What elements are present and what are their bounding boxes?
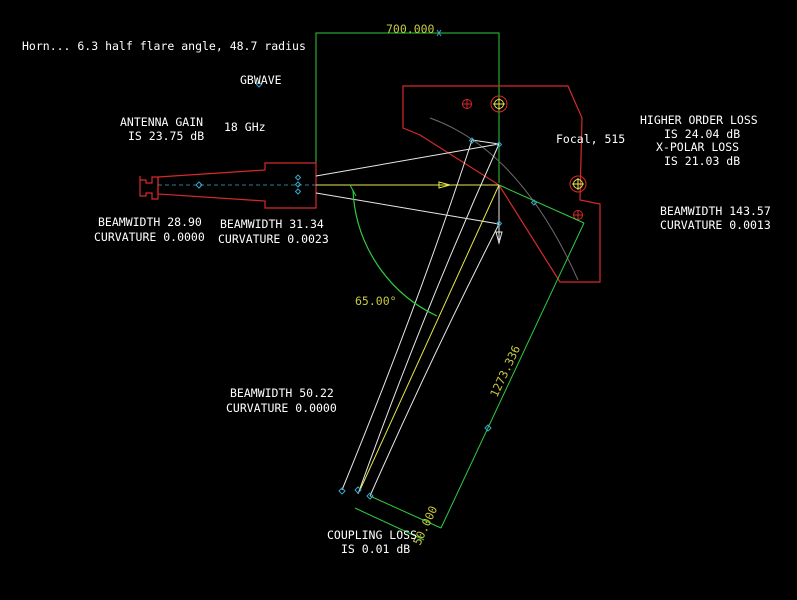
- hole-marker-2: [490, 95, 508, 113]
- reflected-axis-ray: [359, 184, 500, 491]
- diagonal-dimension: [354, 184, 585, 541]
- diagonal-dimension-line: [440, 222, 585, 529]
- reflected-ray-left: [341, 139, 473, 491]
- throat-curvature: CURVATURE 0.0000: [94, 230, 205, 244]
- aperture-beamwidth: BEAMWIDTH 31.34: [220, 217, 324, 231]
- aperture-dimension-line: [369, 495, 442, 529]
- horn-vertex-markers: [195, 174, 302, 195]
- title-text: Horn... 6.3 half flare angle, 48.7 radiu…: [22, 39, 306, 53]
- higher-order-loss-value: IS 24.04 dB: [664, 127, 740, 141]
- axis-arrow-right: [438, 181, 452, 189]
- antenna-gain-title: ANTENNA GAIN: [120, 115, 203, 129]
- frequency-label: 18 GHz: [224, 120, 266, 134]
- reflector-body-outline: [402, 85, 601, 283]
- coupling-loss-value: IS 0.01 dB: [341, 542, 410, 556]
- aperture-curvature: CURVATURE 0.0023: [218, 232, 329, 246]
- reflected-rays: [341, 139, 500, 497]
- antenna-gain-value: IS 23.75 dB: [128, 129, 204, 143]
- throat-beamwidth: BEAMWIDTH 28.90: [98, 215, 202, 229]
- reflected-ray-mid: [357, 143, 500, 495]
- coupling-loss-title: COUPLING LOSS: [327, 528, 417, 542]
- angle-arc: [352, 189, 438, 317]
- output-beamwidth: BEAMWIDTH 50.22: [230, 386, 334, 400]
- x-polar-loss-title: X-POLAR LOSS: [656, 140, 739, 154]
- incident-ray-lower: [315, 192, 500, 225]
- reflected-ray-right: [369, 223, 500, 497]
- diagonal-ext-top: [498, 184, 585, 224]
- axis-arrow-down: [495, 231, 503, 245]
- output-curvature: CURVATURE 0.0000: [226, 401, 337, 415]
- horn-body-outline: [157, 162, 317, 209]
- hole-marker-3: [569, 175, 587, 193]
- horn-flange: [139, 176, 159, 200]
- mirror-surface-curve: [429, 117, 579, 281]
- output-vertex-markers: [255, 81, 538, 500]
- top-dimension-tick-2: [436, 29, 442, 37]
- top-dimension-label: 700.000: [386, 22, 435, 36]
- mounting-holes: [462, 95, 587, 220]
- horn: [139, 162, 317, 209]
- x-polar-loss-value: IS 21.03 dB: [664, 154, 740, 168]
- incident-ray-upper: [315, 143, 500, 177]
- source-label: GBWAVE: [240, 73, 282, 87]
- higher-order-loss-title: HIGHER ORDER LOSS: [640, 113, 758, 127]
- reflected-beamwidth: BEAMWIDTH 143.57: [660, 204, 771, 218]
- focal-label: Focal, 515: [556, 132, 625, 146]
- reflected-curvature: CURVATURE 0.0013: [660, 218, 771, 232]
- incident-rays: [315, 143, 500, 225]
- aperture-ext: [354, 507, 425, 541]
- angle-label: 65.00°: [355, 294, 397, 308]
